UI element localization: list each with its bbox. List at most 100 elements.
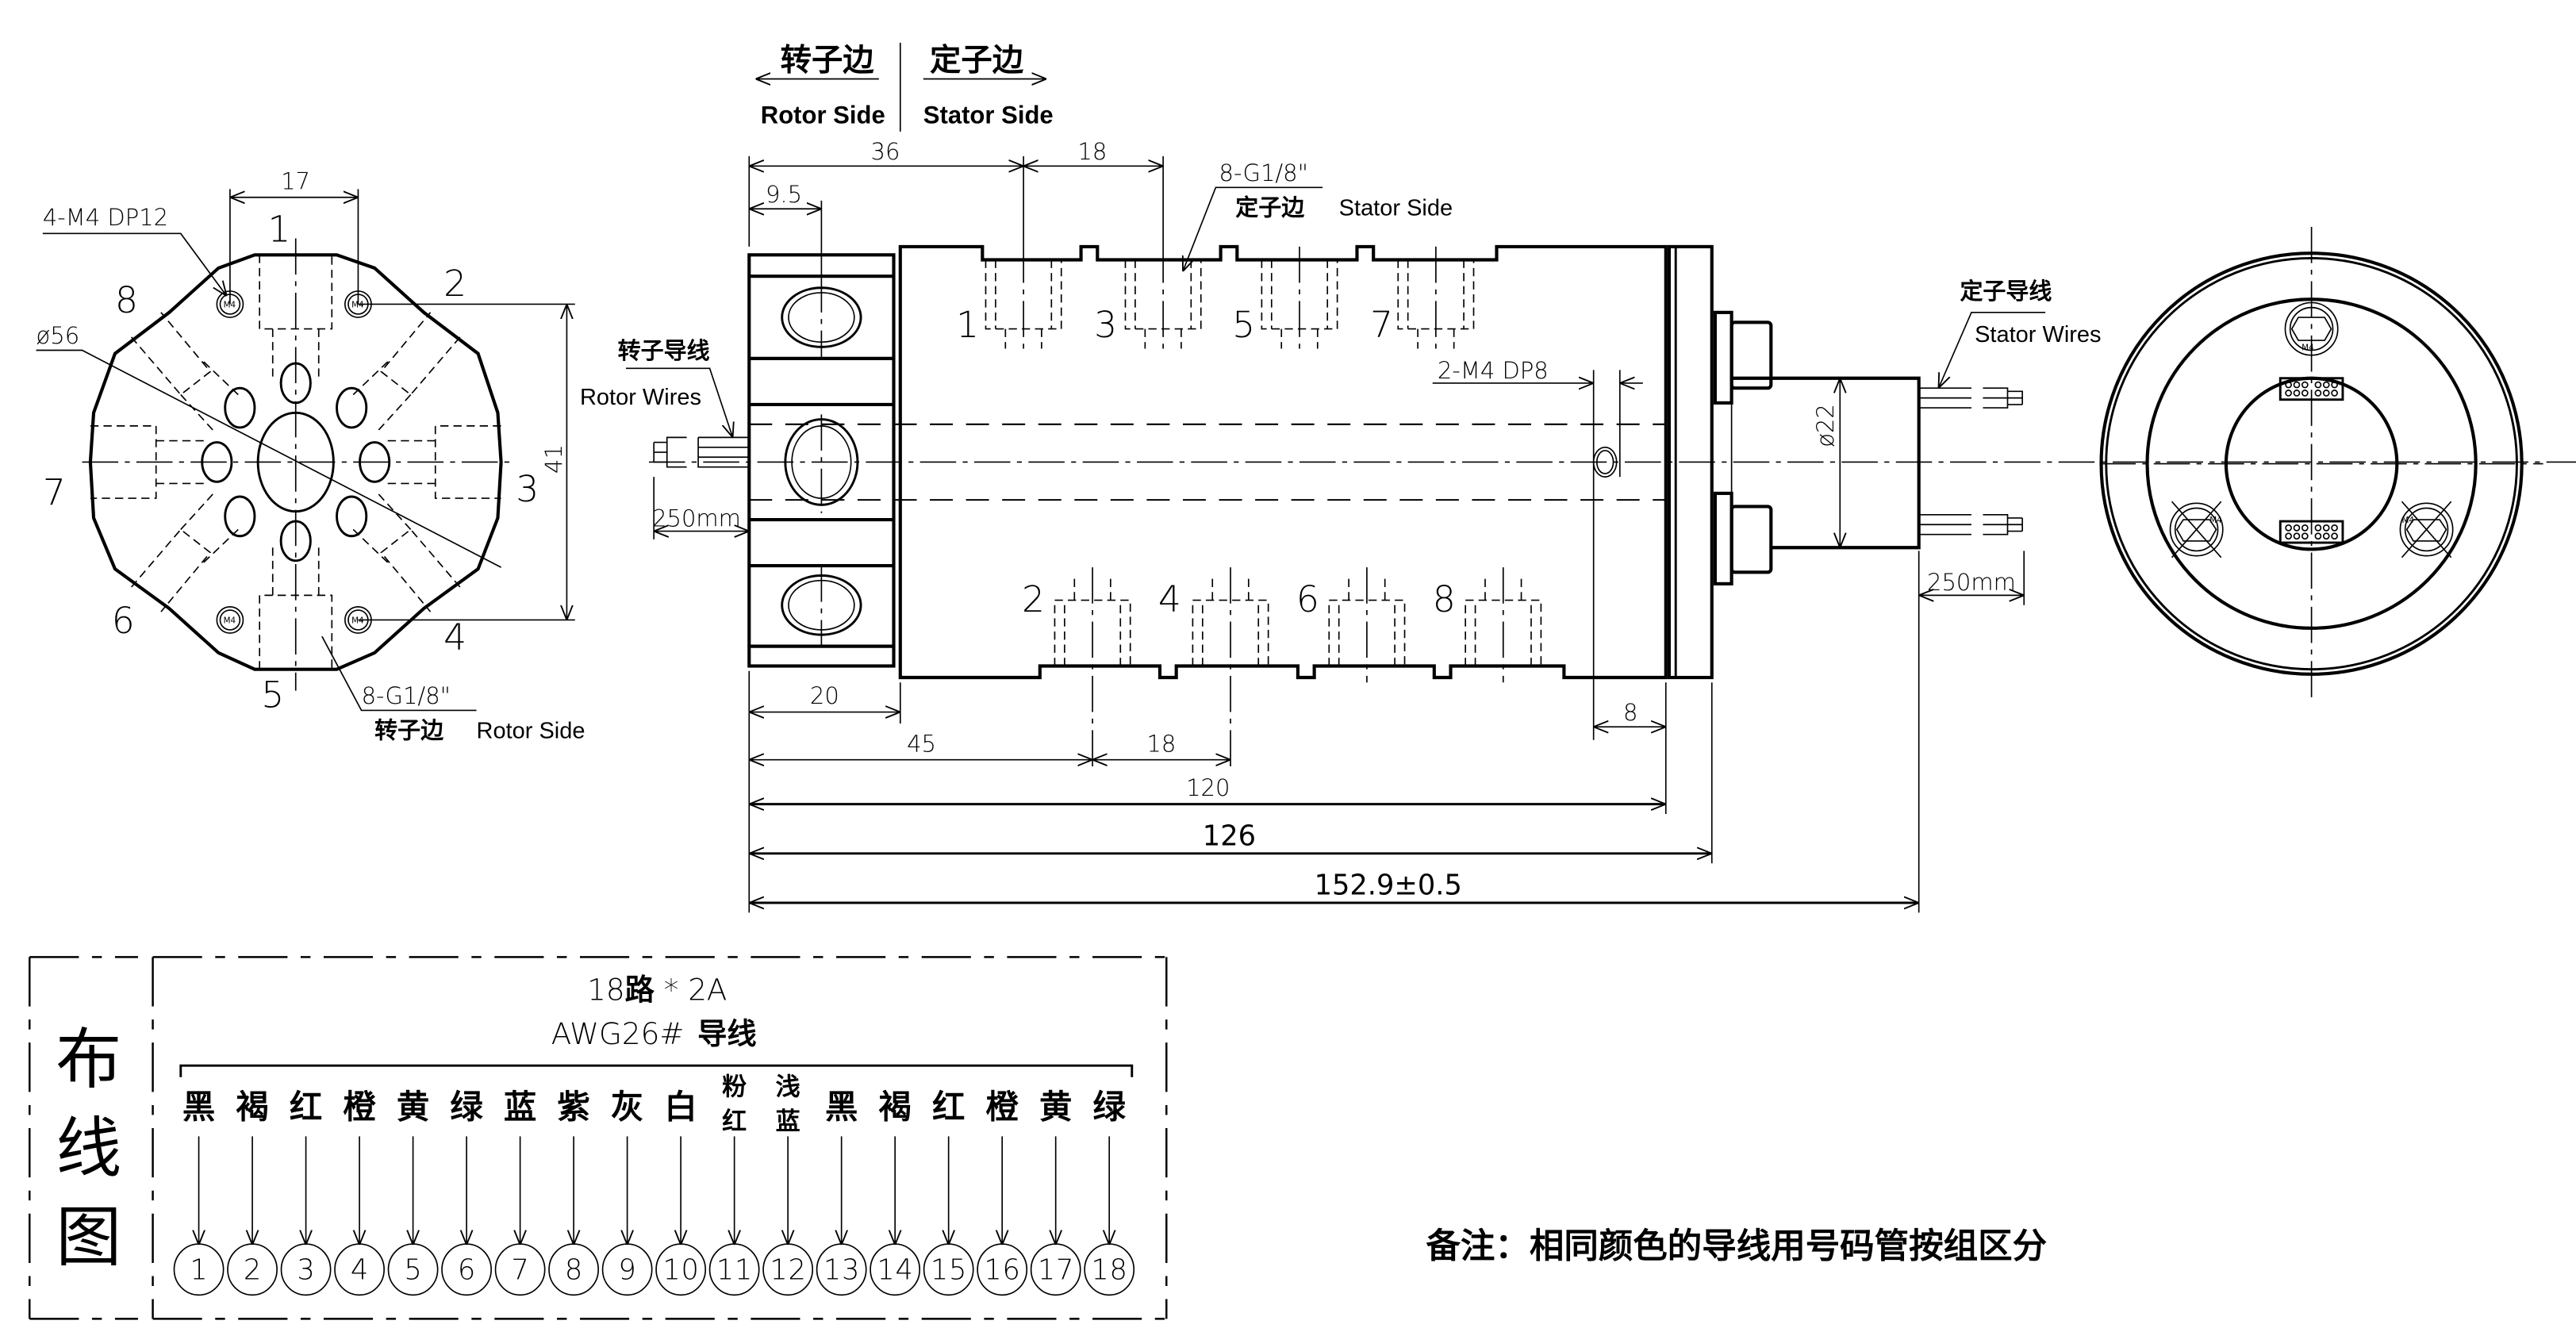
- wire-number: 9: [618, 1254, 635, 1287]
- port-side-en: Rotor Side: [477, 719, 585, 744]
- hole: [224, 386, 256, 429]
- dim-18-bottom: 18: [1146, 730, 1176, 757]
- connector-block: [2278, 520, 2344, 544]
- port-number: 3: [1094, 304, 1117, 346]
- port-number: 7: [43, 471, 66, 513]
- wire-number-circle: [601, 1243, 653, 1296]
- wire-item: 紫8: [548, 1088, 600, 1296]
- wire-color-label: 蓝: [504, 1088, 536, 1127]
- wire-item: 黑13: [816, 1088, 867, 1296]
- wiring-title-char: 线: [56, 1110, 121, 1187]
- rotor-side-cn: 转子边: [781, 42, 875, 79]
- dim-total-length: 152.9±0.5: [1315, 869, 1462, 902]
- connector-pins: [2285, 381, 2338, 540]
- bottom-ports: 2 4 6 8: [1022, 567, 1542, 773]
- wire-number: 18: [1091, 1254, 1127, 1287]
- wire-number: 13: [823, 1254, 860, 1287]
- wire-item: 绿18: [1084, 1088, 1135, 1296]
- wire-color-label: 白: [664, 1088, 697, 1127]
- m4-screw-right: M4: [2399, 501, 2454, 559]
- wire-number: 2: [244, 1254, 261, 1287]
- hole: [201, 441, 233, 483]
- wire-number: 11: [716, 1254, 753, 1287]
- stator-wires-cn: 定子导线: [1960, 278, 2052, 305]
- wire-number: 6: [458, 1254, 475, 1287]
- dim-17: 17: [281, 167, 310, 194]
- wire-number-circle: [227, 1243, 278, 1296]
- port-number: 6: [112, 600, 135, 642]
- wire-number-circle: [708, 1243, 760, 1296]
- m4-holes: M4 M4 M4 M4: [216, 290, 372, 634]
- wire-item: 红3: [280, 1088, 332, 1296]
- wire-number: 17: [1038, 1254, 1074, 1287]
- wire-number-circle: [870, 1243, 921, 1296]
- wire-color-label: 褐: [878, 1088, 911, 1127]
- wire-number: 1: [190, 1254, 207, 1287]
- connector-block: [2278, 377, 2344, 401]
- wire-item: 橙16: [977, 1088, 1028, 1296]
- wire-color-label: 黄: [1039, 1088, 1072, 1127]
- wire-number: 8: [565, 1254, 582, 1287]
- wire-item: 灰9: [601, 1088, 653, 1296]
- wire-number-circle: [334, 1243, 385, 1296]
- stator-side-en: Stator Side: [923, 101, 1054, 129]
- wire-number-circle: [1084, 1243, 1135, 1296]
- spec-line-2: AWG26#导线: [551, 1016, 757, 1051]
- thread-callout: 4-M4 DP12: [43, 204, 168, 231]
- port-number: 5: [261, 674, 284, 716]
- m4-label: M4: [351, 616, 364, 626]
- m4-hole: [216, 606, 244, 634]
- hole-ring: [201, 362, 391, 562]
- connector-upper: [1713, 310, 1733, 405]
- port-number: 4: [443, 616, 466, 658]
- wire-number-circle: [977, 1243, 1028, 1296]
- wire-item: 红 15: [923, 1088, 974, 1296]
- wire-number-circle: [655, 1243, 707, 1296]
- wire-color-label: 橙: [985, 1088, 1019, 1127]
- wire-item: 黑1: [173, 1088, 225, 1296]
- port-number: 8: [115, 279, 138, 321]
- dim-120: 120: [1186, 774, 1230, 801]
- wire-number-circle: [387, 1243, 439, 1296]
- wire-item: 蓝7: [494, 1088, 546, 1296]
- hole: [224, 495, 256, 538]
- spec-line-1: 18路 * 2A: [587, 972, 727, 1007]
- stator-port-side-cn: 定子边: [1235, 194, 1305, 221]
- port-number: 2: [443, 263, 466, 305]
- central-bore: [256, 411, 335, 513]
- dim-8: 8: [1623, 699, 1637, 726]
- m4-label: M4: [2401, 516, 2414, 525]
- dim-36: 36: [871, 138, 900, 165]
- wire-item: 橙4: [334, 1088, 385, 1296]
- hole: [336, 495, 368, 538]
- wire-number: 7: [511, 1254, 528, 1287]
- stator-wires-en: Stator Wires: [1975, 322, 2101, 347]
- wire-number-circle: [548, 1243, 600, 1296]
- side-view: 1 3 5 7 2 4 6 8 2-M4 DP8: [580, 138, 2576, 913]
- wire-number: 5: [404, 1254, 421, 1287]
- rotor-end-outline: [88, 253, 503, 671]
- stator-port-side-en: Stator Side: [1339, 196, 1453, 221]
- port-number: 8: [1433, 578, 1456, 620]
- wiring-title-char: 布: [56, 1021, 121, 1098]
- wiring-diagram: 布 线 图 18路 * 2A AWG26#导线 黑1褐2红3橙4黄5绿6蓝7紫8…: [29, 956, 1168, 1320]
- dim-20: 20: [810, 682, 839, 709]
- wire-number: 3: [297, 1254, 314, 1287]
- wire-number-circle: [280, 1243, 332, 1296]
- wire-number: 15: [931, 1254, 967, 1287]
- port-number: 1: [268, 209, 291, 251]
- wire-number-circle: [173, 1243, 225, 1296]
- m4-label: M4: [351, 301, 364, 310]
- m4-label: M4: [2209, 516, 2222, 525]
- port-number: 7: [1370, 304, 1393, 346]
- wire-color-label: 绿: [450, 1088, 483, 1127]
- wire-color-label: 紫: [557, 1088, 589, 1127]
- wire-number-circle: [441, 1243, 492, 1296]
- direction-header: 转子边 Rotor Side 定子边 Stator Side: [755, 42, 1054, 132]
- hole: [336, 386, 368, 429]
- wire-item: 褐2: [227, 1088, 278, 1296]
- wire-color-label: 红: [932, 1088, 965, 1127]
- stator-diameter: ø22: [1812, 404, 1839, 447]
